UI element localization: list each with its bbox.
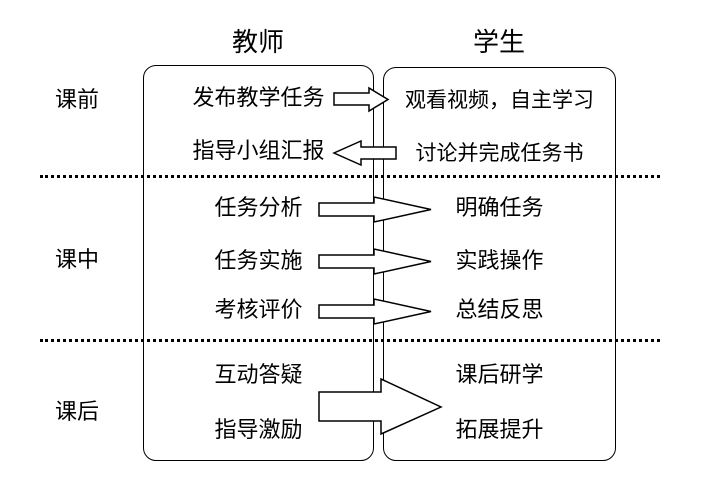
cell-student-row-6: 课后研学 — [455, 363, 544, 388]
stage-label-post-class: 课后 — [54, 400, 99, 425]
cell-teacher-row-2: 指导小组汇报 — [192, 139, 325, 164]
stage-label-pre-class: 课前 — [54, 88, 99, 113]
stage-label-in-class: 课中 — [54, 248, 99, 273]
cell-student-row-7: 拓展提升 — [455, 418, 544, 443]
cell-student-row-1: 观看视频，自主学习 — [405, 88, 594, 112]
cell-student-row-5: 总结反思 — [455, 298, 544, 323]
cell-teacher-row-5: 考核评价 — [214, 298, 303, 323]
stage-divider-2 — [40, 339, 660, 342]
cell-teacher-row-3: 任务分析 — [214, 196, 303, 221]
cell-teacher-row-6: 互动答疑 — [214, 363, 303, 388]
column-title-student: 学生 — [472, 28, 525, 58]
cell-student-row-3: 明确任务 — [455, 196, 544, 221]
cell-teacher-row-1: 发布教学任务 — [192, 86, 325, 111]
stage-divider-1 — [40, 175, 660, 178]
cell-student-row-4: 实践操作 — [455, 249, 544, 274]
cell-teacher-row-4: 任务实施 — [214, 249, 303, 274]
column-title-teacher: 教师 — [231, 28, 284, 58]
cell-teacher-row-7: 指导激励 — [214, 418, 303, 443]
cell-student-row-2: 讨论并完成任务书 — [415, 141, 584, 165]
